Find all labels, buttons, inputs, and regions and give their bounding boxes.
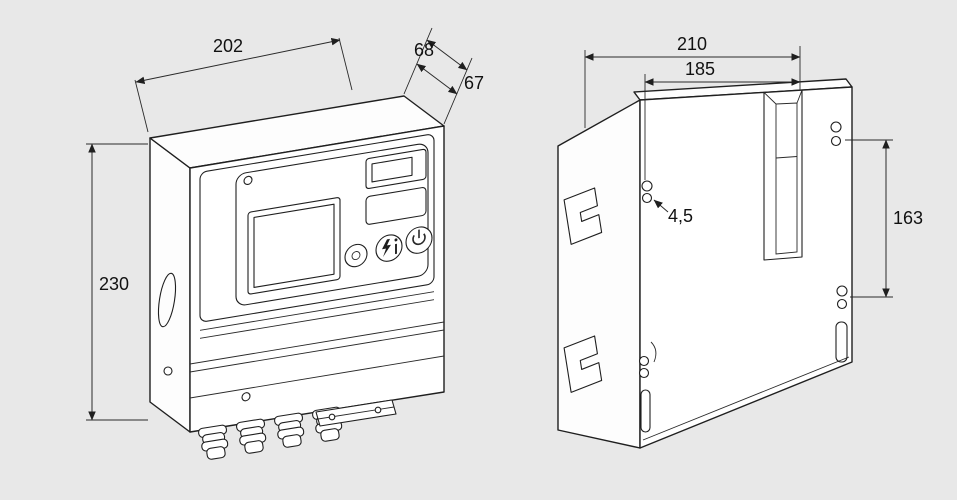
rear-left-side-face xyxy=(557,99,641,449)
dim-width: 202 xyxy=(134,36,353,133)
extension-line xyxy=(403,27,433,95)
mounting-slot xyxy=(763,90,803,261)
hook-curve xyxy=(650,341,657,363)
screw-hole xyxy=(836,298,848,310)
dim-mount-width-label: 185 xyxy=(685,59,715,79)
dimension-line xyxy=(416,63,458,95)
screw-hole xyxy=(641,192,653,204)
bottom-flange xyxy=(315,399,397,427)
cable-gland xyxy=(198,424,229,460)
extension-line xyxy=(134,79,149,133)
front-view: 202 68 67 230 xyxy=(86,27,484,460)
din-hook-bottom xyxy=(563,335,603,393)
dim-height-label: 230 xyxy=(99,274,129,294)
front-panel xyxy=(190,134,444,402)
dim-hole-diameter: 4,5 xyxy=(653,199,693,226)
led-display-frame xyxy=(365,148,427,189)
led-display-window xyxy=(371,156,413,183)
dim-mount-height-label: 163 xyxy=(893,208,923,228)
door-seam-line xyxy=(200,291,434,331)
rear-view: 210 185 4,5 163 xyxy=(557,34,923,449)
power-icon xyxy=(412,229,426,246)
mounting-holes-bottom-left xyxy=(638,341,657,433)
body-seam-line xyxy=(190,321,444,365)
dim-depth-front-label: 67 xyxy=(464,73,484,93)
dim-height: 230 xyxy=(86,143,148,421)
enclosure-left-side-face xyxy=(149,137,191,433)
reset-button-dot xyxy=(351,251,361,261)
screw-hole xyxy=(638,367,650,379)
extension-line xyxy=(338,37,353,91)
display-window-frame xyxy=(247,197,341,295)
control-module xyxy=(235,143,429,306)
cable-gland xyxy=(274,412,305,448)
dim-mount-height: 163 xyxy=(845,139,923,298)
power-button xyxy=(405,226,433,254)
body-seam-line-2 xyxy=(190,329,444,373)
mounting-holes-top-right xyxy=(830,121,842,147)
body-seam-line-3 xyxy=(190,355,444,399)
screw-hole xyxy=(638,355,650,367)
mounting-slot-hole xyxy=(640,389,651,433)
dimension-line xyxy=(426,39,468,71)
mounting-holes-bottom-right xyxy=(835,285,848,363)
screw-hole xyxy=(830,135,842,147)
info-button xyxy=(375,234,403,262)
label-window xyxy=(365,187,427,225)
panel-screw-top xyxy=(243,175,253,186)
panel-screw-bottom xyxy=(241,392,251,402)
dim-depth: 68 67 xyxy=(403,27,484,125)
reset-button xyxy=(344,243,368,268)
dim-overall-width: 210 xyxy=(584,34,801,128)
mounting-slot-hole xyxy=(835,321,848,363)
screw-hole xyxy=(836,285,848,297)
dim-hole-diameter-label: 4,5 xyxy=(668,206,693,226)
side-screw xyxy=(163,366,173,376)
dimension-line xyxy=(135,38,341,84)
door-outline xyxy=(199,134,435,322)
screw-hole xyxy=(641,180,653,192)
dim-mount-width: 185 xyxy=(644,59,801,180)
rear-back-face xyxy=(639,86,853,449)
side-cover-oval xyxy=(157,272,177,328)
screw-hole xyxy=(830,121,842,133)
dim-overall-width-label: 210 xyxy=(677,34,707,54)
door-seam-line-2 xyxy=(200,299,434,339)
lightning-info-icon xyxy=(382,238,398,258)
display-window xyxy=(253,203,335,288)
dim-depth-top-label: 68 xyxy=(414,40,434,60)
din-hook-top xyxy=(563,187,603,245)
mounting-hole-left xyxy=(641,180,653,204)
dim-width-label: 202 xyxy=(213,36,243,56)
bottom-edge-line xyxy=(642,356,850,441)
leader-line xyxy=(653,199,669,213)
cable-gland xyxy=(236,418,267,454)
